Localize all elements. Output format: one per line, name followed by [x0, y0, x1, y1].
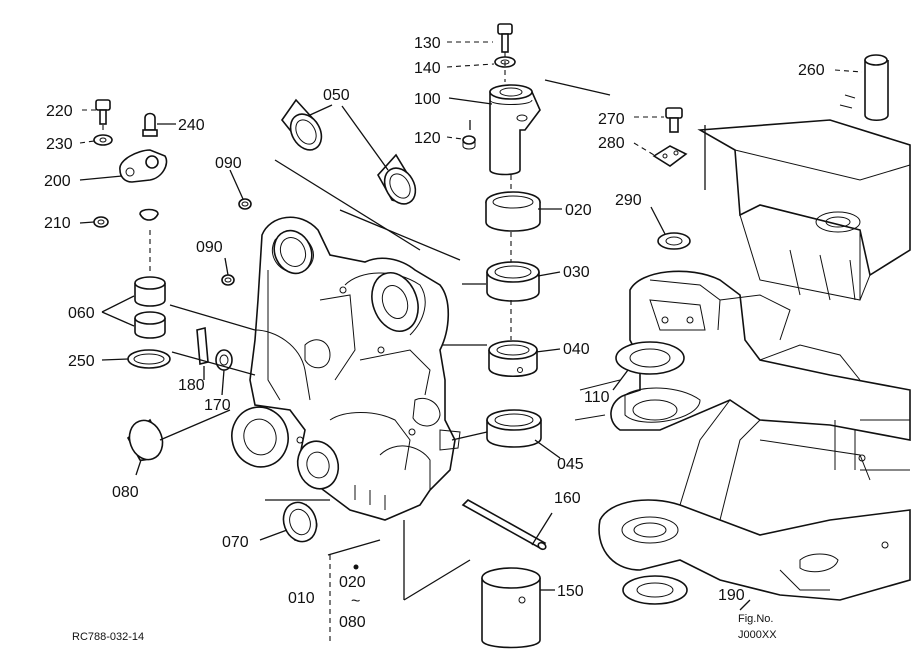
- label-180: 180: [178, 377, 205, 394]
- leader-lines: [79, 41, 863, 645]
- label-090-upper: 090: [215, 155, 242, 172]
- fig-no-label: Fig.No.: [738, 613, 773, 625]
- bushing-030: [486, 261, 540, 302]
- grease-nipple-240: [142, 112, 158, 137]
- plug-090-lower: [221, 274, 235, 286]
- label-010: 010: [288, 590, 315, 607]
- label-080: 080: [112, 484, 139, 501]
- label-150: 150: [557, 583, 584, 600]
- pin-160: [461, 499, 547, 551]
- plate-280: [652, 145, 688, 167]
- label-230: 230: [46, 136, 73, 153]
- bushing-050-upper: [281, 98, 323, 151]
- label-200: 200: [44, 173, 71, 190]
- plug-210: [93, 216, 109, 228]
- label-050: 050: [323, 87, 350, 104]
- frame-190-drawing: [574, 119, 911, 601]
- ring-110: [615, 341, 685, 375]
- label-045: 045: [557, 456, 584, 473]
- label-020: 020: [565, 202, 592, 219]
- label-100: 100: [414, 91, 441, 108]
- label-060: 060: [68, 305, 95, 322]
- washer-290: [657, 232, 691, 250]
- figure-reference-code: RC788-032-14: [72, 631, 144, 643]
- bushing-050-lower: [377, 153, 417, 205]
- sleeve-150: [481, 567, 541, 649]
- bushing-045: [486, 409, 542, 448]
- fig-no-code: J000XX: [738, 629, 777, 641]
- label-130: 130: [414, 35, 441, 52]
- bolt-130: [497, 23, 513, 53]
- label-140: 140: [414, 60, 441, 77]
- plate-200: [119, 149, 168, 183]
- bolt-270: [665, 107, 683, 133]
- label-range-from: 020: [339, 574, 366, 591]
- bolt-220: [95, 99, 111, 125]
- oring-250: [127, 349, 171, 369]
- half-circle-marker: [139, 208, 159, 221]
- label-range-to: 080: [339, 614, 366, 631]
- label-040: 040: [563, 341, 590, 358]
- label-070: 070: [222, 534, 249, 551]
- part-labels: 220 230 240 200 210 060 250 180 170 080 …: [44, 35, 825, 643]
- bushing-080: [126, 418, 164, 461]
- label-210: 210: [44, 215, 71, 232]
- upper-cylinder-100: [489, 84, 541, 176]
- ring-190: [622, 575, 688, 605]
- label-090-lower: 090: [196, 239, 223, 256]
- label-170: 170: [204, 397, 231, 414]
- label-range-tilde: ~: [351, 593, 360, 610]
- label-250: 250: [68, 353, 95, 370]
- label-190: 190: [718, 587, 745, 604]
- label-110: 110: [584, 389, 610, 406]
- plug-090-upper: [238, 198, 252, 210]
- bushing-060-upper: [134, 276, 166, 307]
- label-270: 270: [598, 111, 625, 128]
- pin-180: [196, 326, 209, 366]
- label-160: 160: [554, 490, 581, 507]
- ring-020: [485, 191, 541, 232]
- bushing-040: [488, 340, 538, 377]
- housing-010-drawing: [231, 216, 461, 521]
- label-220: 220: [46, 103, 73, 120]
- washer-230: [93, 134, 113, 146]
- label-260: 260: [798, 62, 825, 79]
- label-290: 290: [615, 192, 642, 209]
- bushing-120: [462, 135, 476, 150]
- bushing-060-lower: [134, 311, 166, 339]
- label-120: 120: [414, 130, 441, 147]
- bushing-070: [282, 501, 318, 543]
- label-280: 280: [598, 135, 625, 152]
- pin-260: [839, 54, 889, 122]
- label-240: 240: [178, 117, 205, 134]
- label-030: 030: [563, 264, 590, 281]
